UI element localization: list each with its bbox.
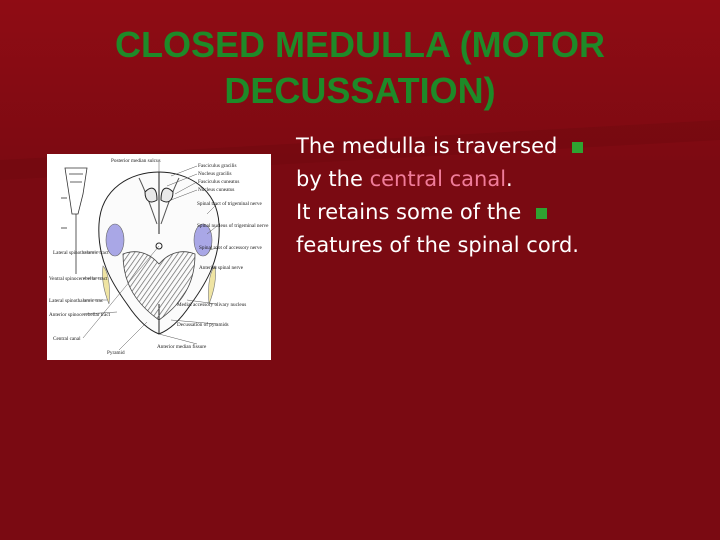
- central-canal-highlight: central canal: [369, 167, 507, 191]
- slide-title: CLOSED MEDULLA (MOTOR DECUSSATION): [40, 22, 680, 114]
- slide-header-background: [0, 0, 720, 160]
- bullet-list: The medulla is traversed by the central …: [296, 130, 706, 262]
- bullet-item-1: The medulla is traversed by the central …: [296, 130, 706, 196]
- pyramid-decussation-region: [122, 251, 196, 321]
- bullet-square-icon: [572, 141, 584, 153]
- bullet-2-text: It retains some of the: [296, 200, 522, 224]
- label-right-9: Decussation of pyramids: [177, 321, 229, 328]
- label-right-7: Anterior spinal nerve: [199, 265, 244, 271]
- medulla-diagram-drawing: Lateral spinothalamic tract Ventral spin…: [49, 158, 269, 356]
- label-right-10: Anterior median fissure: [157, 343, 207, 350]
- label-right-1: Nucleus gracilis: [198, 171, 232, 177]
- label-left-3: Anterior spinocerebellar tract: [49, 312, 111, 318]
- spinocerebellar-tract-right: [208, 265, 216, 305]
- label-left-1: Ventral spinocerebellar tract: [49, 276, 108, 282]
- label-right-0: Fasciculus gracilis: [198, 163, 236, 169]
- medulla-cross-section: [98, 171, 220, 335]
- medulla-diagram: Lateral spinothalamic tract Ventral spin…: [47, 154, 271, 360]
- label-left-5: Pyramid: [107, 350, 125, 356]
- bullet-square-icon: [535, 207, 547, 219]
- bullet-item-2: It retains some of the features of the s…: [296, 196, 706, 262]
- spinal-trigeminal-tract-left: [105, 223, 125, 257]
- bullet-1-text: The medulla is traversed: [296, 134, 558, 158]
- spinal-trigeminal-tract-right: [193, 223, 213, 257]
- slide-title-line-2: DECUSSATION): [224, 70, 496, 111]
- brainstem-sketch: [61, 167, 88, 274]
- label-right-5: Spinal nucleus of trigeminal nerve: [197, 222, 269, 229]
- label-right-4: Spinal tract of trigeminal nerve: [197, 200, 263, 207]
- label-left-2: Lateral spinothalamic trac: [49, 298, 104, 304]
- bullet-1-suffix: .: [506, 167, 513, 191]
- label-right-6: Spinal root of accessory nerve: [199, 244, 263, 251]
- label-top-0: Posterior median sulcus: [111, 158, 161, 164]
- slide-title-line-1: CLOSED MEDULLA (MOTOR: [115, 24, 605, 65]
- label-left-0: Lateral spinothalamic tract: [53, 250, 109, 256]
- bullet-2-line2: features of the spinal cord.: [296, 233, 579, 257]
- label-right-8: Medial accessory olivary nucleus: [177, 302, 246, 308]
- label-left-4: Central canal: [53, 336, 81, 342]
- bullet-1-line2-prefix: by the: [296, 167, 370, 191]
- label-right-2: Fasciculus cuneatus: [198, 179, 239, 185]
- label-right-3: Nucleus cuneatus: [198, 187, 234, 193]
